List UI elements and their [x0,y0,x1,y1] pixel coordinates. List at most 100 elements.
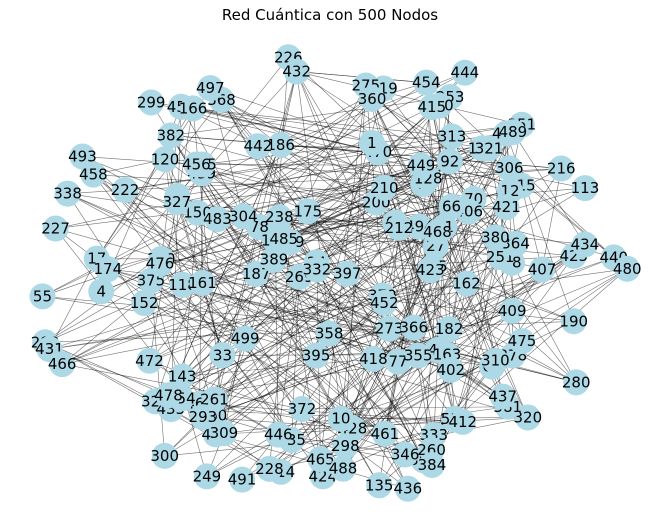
node-label: 327 [163,193,192,211]
node-circle [316,320,343,347]
node-circle [453,270,480,297]
node-circle [267,132,294,159]
node-circle [392,441,419,468]
graph-node: 437 [488,383,517,410]
graph-node: 382 [156,122,185,149]
graph-node: 395 [302,342,330,369]
graph-edge [170,96,451,136]
node-label: 66 [442,198,461,216]
node-circle [417,257,444,284]
graph-edge [352,266,434,429]
graph-node: 366 [399,314,428,341]
graph-node: 402 [436,356,465,383]
graph-node: 338 [53,180,82,207]
graph-node: 446 [264,421,293,448]
node-label: 380 [481,228,510,246]
node-label: 162 [452,275,481,293]
node-label: 33 [213,346,232,364]
node-circle [260,246,287,273]
node-circle [334,260,361,287]
graph-title: Red Cuántica con 500 Nodos [221,6,439,24]
graph-node: 161 [188,269,217,296]
node-label: 407 [528,261,557,279]
node-circle [183,151,210,178]
node-circle [266,204,293,231]
graph-node: 152 [130,290,159,317]
node-label: 491 [228,471,257,489]
graph-edge [279,216,577,383]
node-label: 444 [451,64,480,82]
node-circle [288,395,315,422]
node-label: 161 [188,274,217,292]
node-circle [489,383,516,410]
node-circle [157,122,184,149]
node-circle [229,466,256,493]
node-label: 4 [96,282,106,300]
node-label: 454 [412,74,441,92]
node-circle [146,250,173,277]
graph-edge [170,269,543,410]
graph-edge [296,71,507,208]
node-circle [394,475,421,502]
graph-node: 162 [452,270,481,297]
node-circle [155,382,182,409]
graph-edge [55,228,414,328]
node-circle [210,420,237,447]
graph-edge [454,262,513,420]
graph-edge [223,206,507,434]
graph-edge [301,148,490,410]
node-label: 382 [156,127,185,145]
graph-edge [155,231,438,402]
graph-node: 313 [438,123,466,150]
node-label: 306 [495,159,524,177]
node-circle [54,180,81,207]
node-circle [209,342,236,369]
graph-node: 4 [88,278,115,305]
node-label: 228 [255,460,284,478]
graph-node: 306 [495,155,524,182]
node-label: 423 [416,261,445,279]
graph-node: 320 [514,404,542,431]
node-circle [614,255,641,282]
graph-node: 491 [228,466,257,493]
node-circle [204,206,231,233]
graph-node: 210 [370,174,399,201]
node-circle [163,189,190,216]
node-label: 409 [498,302,527,320]
node-label: 143 [168,367,197,385]
node-label: 458 [79,166,108,184]
node-circle [131,290,158,317]
graph-edge [275,240,399,362]
graph-edge [170,106,182,410]
node-label: 360 [358,90,387,108]
node-circle [529,256,556,283]
node-label: 152 [130,294,159,312]
node-circle [476,135,503,162]
graph-edge [384,107,433,303]
graph-node: 227 [41,215,70,242]
graph-node: 92 [436,148,463,175]
node-label: 186 [266,136,295,154]
node-circle [384,348,411,375]
graph-node: 415 [418,94,446,121]
node-label: 222 [111,181,140,199]
graph-node: 488 [329,455,357,482]
graph-edge [417,355,435,436]
graph-node: 10 [327,405,354,432]
graph-node: 397 [333,260,362,287]
graph-node: 466 [48,351,76,378]
node-circle [169,363,196,390]
graph-edge [202,164,421,166]
graph-node: 458 [79,161,108,188]
node-circle [169,271,196,298]
graph-node: 389 [260,246,288,273]
node-label: 449 [407,156,436,174]
graph-node: 461 [371,420,399,447]
graph-edge [340,185,522,419]
graph-node: 456 [182,151,211,178]
node-label: 480 [613,260,642,278]
graph-node: 174 [94,256,122,283]
node-circle [436,316,463,343]
graph-edge [176,202,292,441]
node-circle [307,446,334,473]
